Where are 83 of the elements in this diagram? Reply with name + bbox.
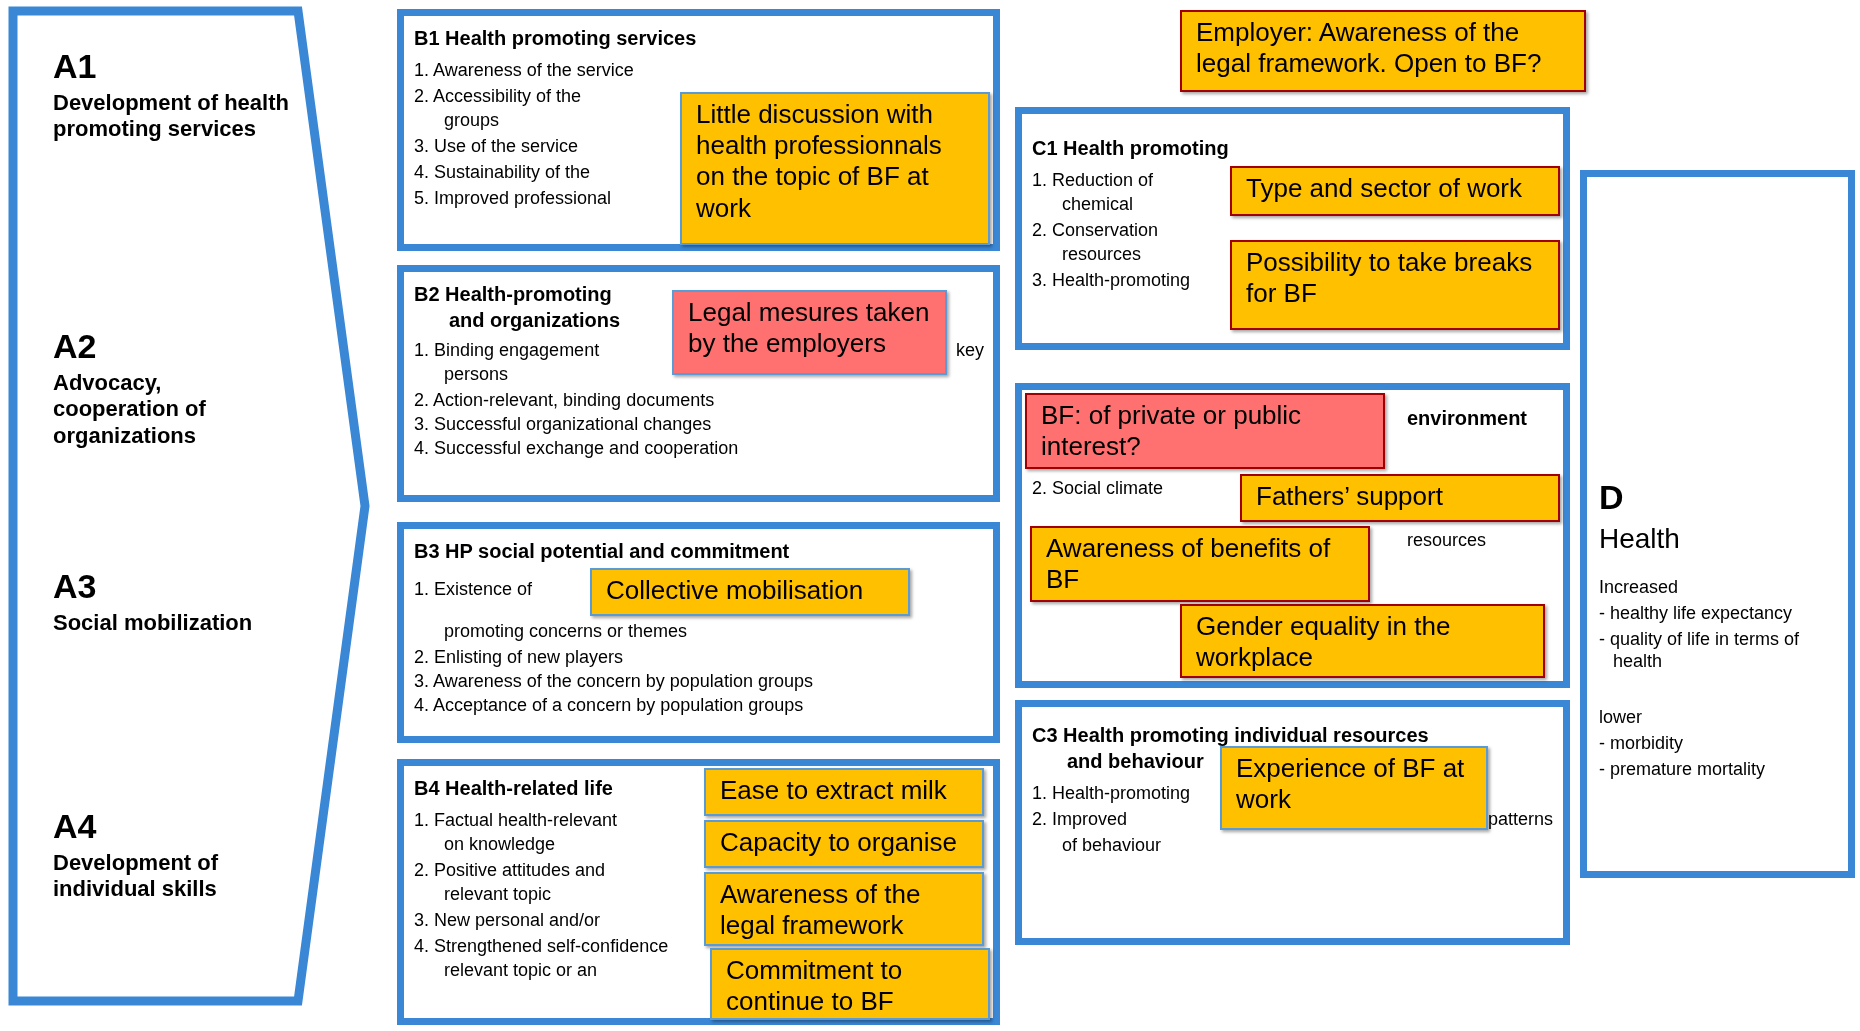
section-code: D (1599, 477, 1624, 518)
section-heading: C1 Health promoting (1032, 136, 1229, 160)
sticky-note: Commitment to continue to BF (710, 948, 990, 1020)
outcome-box (397, 759, 1000, 1025)
sticky-note: Awareness of the legal framework (704, 872, 984, 946)
list-item: 2. Social climate (1032, 478, 1164, 500)
list-item: 1. Factual health-relevant (414, 810, 618, 832)
strategy-label: Development of individual skills (53, 850, 220, 903)
sticky-note: Employer: Awareness of the legal framework. Open to BF? (1180, 10, 1586, 92)
outcome-box (1015, 700, 1570, 945)
list-item: 2. Action-relevant, binding documents (414, 390, 715, 412)
list-item: 2. Improved (1032, 809, 1128, 831)
list-item: key (956, 340, 984, 362)
strategy-label: Development of health promoting services (53, 90, 290, 143)
section-code: A4 (53, 806, 97, 847)
list-item: 3. Awareness of the concern by population groups (414, 671, 813, 693)
list-item: 5. Improved professional (414, 188, 612, 210)
sticky-note: Ease to extract milk (704, 768, 984, 816)
section-heading: C3 Health promoting individual resources (1032, 723, 1429, 747)
list-item: persons (444, 364, 509, 386)
list-item: 1. Reduction of (1032, 170, 1154, 192)
sticky-note: Collective mobilisation (590, 568, 910, 616)
section-code: A2 (53, 326, 97, 367)
section-heading: B4 Health-related life (414, 776, 613, 800)
list-item: 3. Successful organizational changes (414, 414, 712, 436)
list-item: 1. Binding engagement (414, 340, 600, 362)
outcome-box (397, 522, 1000, 743)
list-item: 2. Enlisting of new players (414, 647, 624, 669)
sticky-note: Little discussion with health professionnals on the topic of BF at work (680, 92, 990, 245)
list-item: resources (1062, 244, 1142, 266)
list-item: 2. Accessibility of the (414, 86, 582, 108)
outcome-text: - healthy life expectancy (1599, 603, 1793, 625)
list-item: 4. Strengthened self-confidence (414, 936, 669, 958)
list-item: 1. Awareness of the service (414, 60, 634, 82)
section-heading: B2 Health-promoting (414, 282, 612, 306)
section-code: A3 (53, 566, 97, 607)
outcome-text: lower (1599, 707, 1642, 729)
section-heading: and organizations (449, 308, 621, 332)
outcome-box (1015, 383, 1570, 688)
section-code: A1 (53, 46, 97, 87)
outcome-box (397, 9, 1000, 251)
list-item: 2. Conservation (1032, 220, 1159, 242)
list-item: chemical (1062, 194, 1134, 216)
section-heading: B3 HP social potential and commitment (414, 539, 790, 563)
strategy-label: Advocacy, cooperation of organizations (53, 370, 207, 450)
list-item: 3. New personal and/or (414, 910, 601, 932)
list-item: 3. Use of the service (414, 136, 579, 158)
strategy-label: Social mobilization (53, 610, 254, 637)
sticky-note: Fathers’ support (1240, 474, 1560, 522)
list-item: of behaviour (1062, 835, 1162, 857)
outcome-box (397, 265, 1000, 502)
section-heading: B1 Health promoting services (414, 26, 697, 50)
list-item: relevant topic (444, 884, 552, 906)
list-item: 4. Acceptance of a concern by population groups (414, 695, 804, 717)
list-item: patterns (1488, 809, 1554, 831)
sticky-note: Capacity to organise (704, 820, 984, 868)
list-item: 1. Existence of (414, 579, 533, 601)
list-item: relevant topic or an (444, 960, 598, 982)
outcome-text: - premature mortality (1599, 759, 1766, 781)
list-item: 1. Health-promoting (1032, 783, 1191, 805)
outcome-box (1580, 170, 1855, 878)
list-item: groups (444, 110, 500, 132)
list-item: 3. Health-promoting (1032, 270, 1191, 292)
sticky-note: Type and sector of work (1230, 166, 1560, 216)
outcome-text: - morbidity (1599, 733, 1683, 755)
section-heading: and behaviour (1067, 749, 1204, 773)
list-item: 4. Successful exchange and cooperation (414, 438, 739, 460)
sticky-note: Legal mesures taken by the employers (672, 290, 947, 375)
sticky-note: Gender equality in the workplace (1180, 604, 1545, 678)
list-item: promoting concerns or themes (444, 621, 688, 643)
outcome-text: Increased (1599, 577, 1679, 599)
list-item: resources (1407, 530, 1487, 552)
sticky-note: BF: of private or public interest? (1025, 393, 1385, 469)
sticky-note: Possibility to take breaks for BF (1230, 240, 1560, 330)
sticky-note: Awareness of benefits of BF (1030, 526, 1370, 602)
list-item: 4. Sustainability of the (414, 162, 591, 184)
list-item: on knowledge (444, 834, 556, 856)
outcome-text: - quality of life in terms of health (1599, 629, 1801, 673)
section-heading: environment (1407, 406, 1528, 430)
section-heading: Health (1599, 522, 1680, 556)
list-item: 2. Positive attitudes and (414, 860, 606, 882)
sticky-note: Experience of BF at work (1220, 746, 1488, 830)
outcome-box (1015, 107, 1570, 350)
